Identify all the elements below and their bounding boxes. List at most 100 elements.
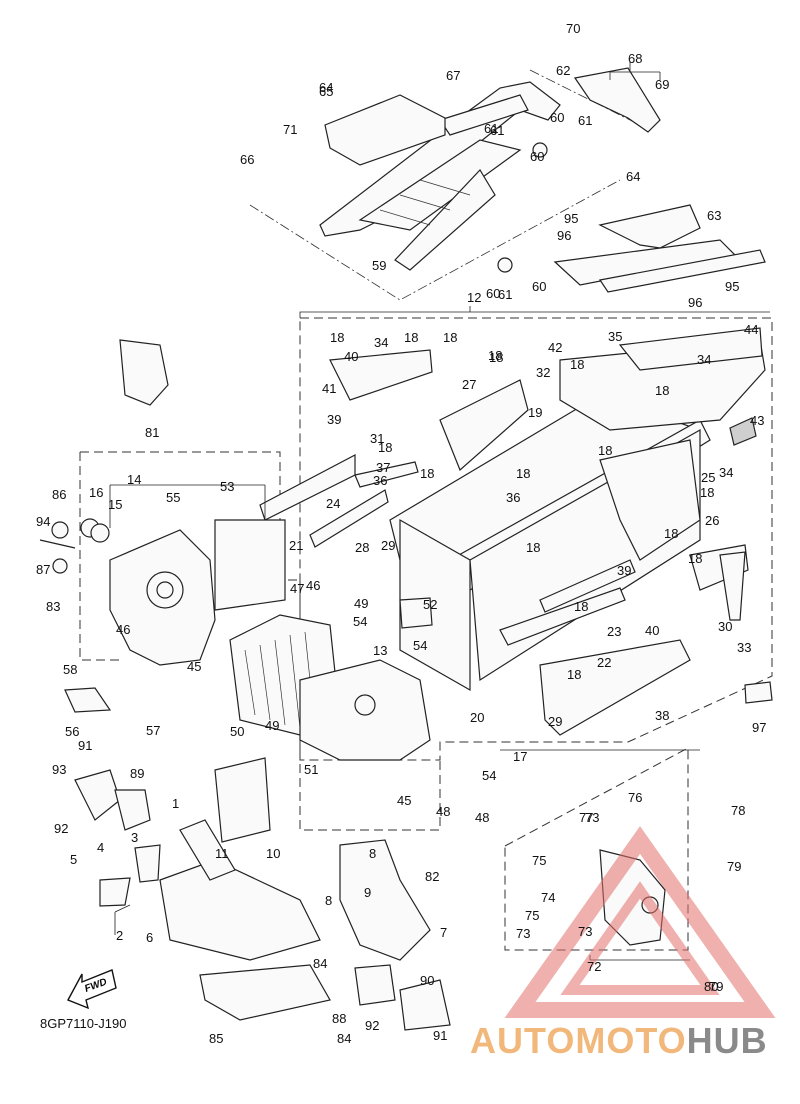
callout-95: 95: [564, 211, 578, 226]
callout-31: 31: [370, 431, 384, 446]
callout-29-repeat: 29: [381, 538, 395, 553]
callout-49-repeat: 49: [265, 718, 279, 733]
callout-16: 16: [89, 485, 103, 500]
callout-21: 21: [289, 538, 303, 553]
callout-61: 61: [498, 287, 512, 302]
callout-42: 42: [548, 340, 562, 355]
diagram-code: 8GP7110-J190: [40, 1016, 127, 1031]
callout-26: 26: [705, 513, 719, 528]
callout-19: 19: [528, 405, 542, 420]
callout-39: 39: [327, 412, 341, 427]
callout-69: 69: [655, 77, 669, 92]
callout-29: 29: [548, 714, 562, 729]
callout-18-repeat: 18: [570, 357, 584, 372]
callout-65: 65: [319, 84, 333, 99]
callout-62: 62: [556, 63, 570, 78]
callout-81: 81: [145, 425, 159, 440]
radiator-and-plate: [214, 519, 433, 761]
callout-13: 13: [373, 643, 387, 658]
side-plate-left: [39, 518, 216, 666]
callout-18-repeat: 18: [404, 330, 418, 345]
callout-18-repeat: 18: [655, 383, 669, 398]
callout-60-repeat: 60: [550, 110, 564, 125]
callout-84: 84: [313, 956, 327, 971]
callout-92: 92: [54, 821, 68, 836]
callout-94: 94: [36, 514, 50, 529]
callout-64: 64: [626, 169, 640, 184]
callout-90: 90: [420, 973, 434, 988]
callout-54: 54: [353, 614, 367, 629]
callout-18-repeat: 18: [443, 330, 457, 345]
main-frame: [259, 327, 773, 736]
callout-48-repeat: 48: [475, 810, 489, 825]
callout-84-repeat: 84: [337, 1031, 351, 1046]
callout-8: 8: [369, 846, 376, 861]
callout-70: 70: [566, 21, 580, 36]
callout-22: 22: [597, 655, 611, 670]
callout-76: 76: [628, 790, 642, 805]
callout-54-repeat: 54: [413, 638, 427, 653]
callout-10: 10: [266, 846, 280, 861]
callout-77: 77: [579, 810, 593, 825]
callout-3: 3: [131, 830, 138, 845]
callout-56: 56: [65, 724, 79, 739]
callout-18-repeat: 18: [330, 330, 344, 345]
top-panels: [324, 67, 766, 293]
callout-4: 4: [97, 840, 104, 855]
callout-15: 15: [108, 497, 122, 512]
callout-39-repeat: 39: [617, 563, 631, 578]
callout-32: 32: [536, 365, 550, 380]
lower-frame: [159, 757, 431, 1021]
rear-subframe: [319, 81, 561, 273]
callout-78: 78: [731, 803, 745, 818]
callout-52: 52: [423, 597, 437, 612]
callout-45-repeat: 45: [397, 793, 411, 808]
callout-89: 89: [130, 766, 144, 781]
callout-27: 27: [462, 377, 476, 392]
callout-75: 75: [532, 853, 546, 868]
callout-61-repeat: 61: [490, 123, 504, 138]
callout-44: 44: [744, 322, 758, 337]
callout-47: 47: [290, 581, 304, 596]
callout-95-repeat: 95: [725, 279, 739, 294]
callout-60-repeat: 60: [486, 286, 500, 301]
callout-54-repeat: 54: [482, 768, 496, 783]
callout-55: 55: [166, 490, 180, 505]
callout-75-repeat: 75: [525, 908, 539, 923]
callout-88: 88: [332, 1011, 346, 1026]
callout-48: 48: [436, 804, 450, 819]
callout-46-repeat: 46: [306, 578, 320, 593]
callout-79-repeat: 79: [709, 979, 723, 994]
callout-33: 33: [737, 640, 751, 655]
callout-34-repeat: 34: [719, 465, 733, 480]
callout-72: 72: [587, 959, 601, 974]
callout-61-repeat: 61: [578, 113, 592, 128]
callout-68: 68: [628, 51, 642, 66]
callout-51: 51: [304, 762, 318, 777]
callout-92-repeat: 92: [365, 1018, 379, 1033]
callout-18-repeat: 18: [488, 348, 502, 363]
watermark-part-a: AUTOMOTO: [470, 1020, 687, 1061]
callout-18: 18: [489, 350, 503, 365]
callout-18-repeat: 18: [598, 443, 612, 458]
callout-25: 25: [701, 470, 715, 485]
callout-66: 66: [240, 152, 254, 167]
callout-36-repeat: 36: [373, 473, 387, 488]
watermark-part-b: HUB: [686, 1020, 768, 1061]
left-brackets: [64, 339, 451, 1031]
callout-5: 5: [70, 852, 77, 867]
fwd-arrow-icon: FWD: [67, 969, 117, 1010]
callout-93: 93: [52, 762, 66, 777]
callout-24: 24: [326, 496, 340, 511]
leader-lines: [109, 62, 770, 961]
callout-64-repeat: 64: [319, 80, 333, 95]
callout-82: 82: [425, 869, 439, 884]
callout-86: 86: [52, 487, 66, 502]
callout-85: 85: [209, 1031, 223, 1046]
callout-45: 45: [187, 659, 201, 674]
callout-63: 63: [707, 208, 721, 223]
callout-83: 83: [46, 599, 60, 614]
callout-18-repeat: 18: [664, 526, 678, 541]
callout-79: 79: [727, 859, 741, 874]
